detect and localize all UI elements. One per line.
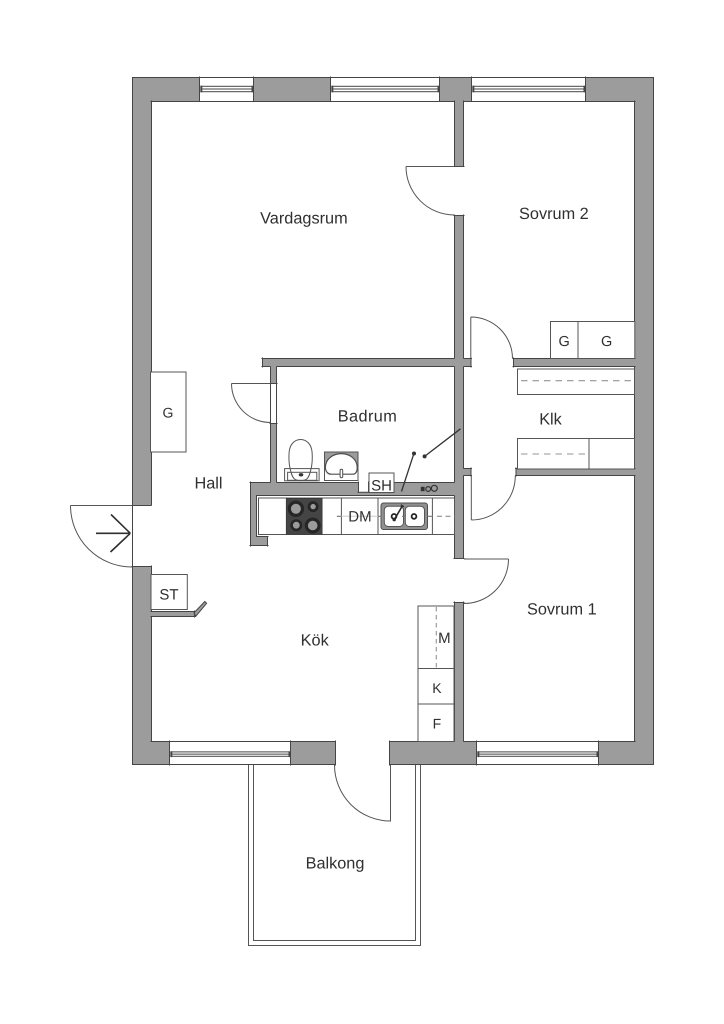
- svg-text:Hall: Hall: [194, 475, 222, 493]
- svg-text:DM: DM: [348, 508, 371, 525]
- svg-text:Sovrum 1: Sovrum 1: [527, 601, 597, 619]
- svg-text:SH: SH: [371, 477, 392, 494]
- svg-text:Kök: Kök: [301, 631, 330, 649]
- svg-text:M: M: [438, 630, 451, 647]
- svg-text:Sovrum 2: Sovrum 2: [519, 205, 589, 223]
- svg-text:ST: ST: [159, 587, 178, 604]
- svg-text:G: G: [558, 334, 569, 350]
- svg-text:Vardagsrum: Vardagsrum: [260, 210, 347, 228]
- svg-text:F: F: [433, 716, 442, 732]
- svg-text:G: G: [601, 334, 612, 350]
- svg-text:Klk: Klk: [539, 411, 562, 429]
- svg-text:Balkong: Balkong: [306, 854, 365, 872]
- svg-text:G: G: [163, 405, 174, 421]
- svg-text:K: K: [432, 680, 442, 696]
- svg-text:Badrum: Badrum: [338, 407, 397, 425]
